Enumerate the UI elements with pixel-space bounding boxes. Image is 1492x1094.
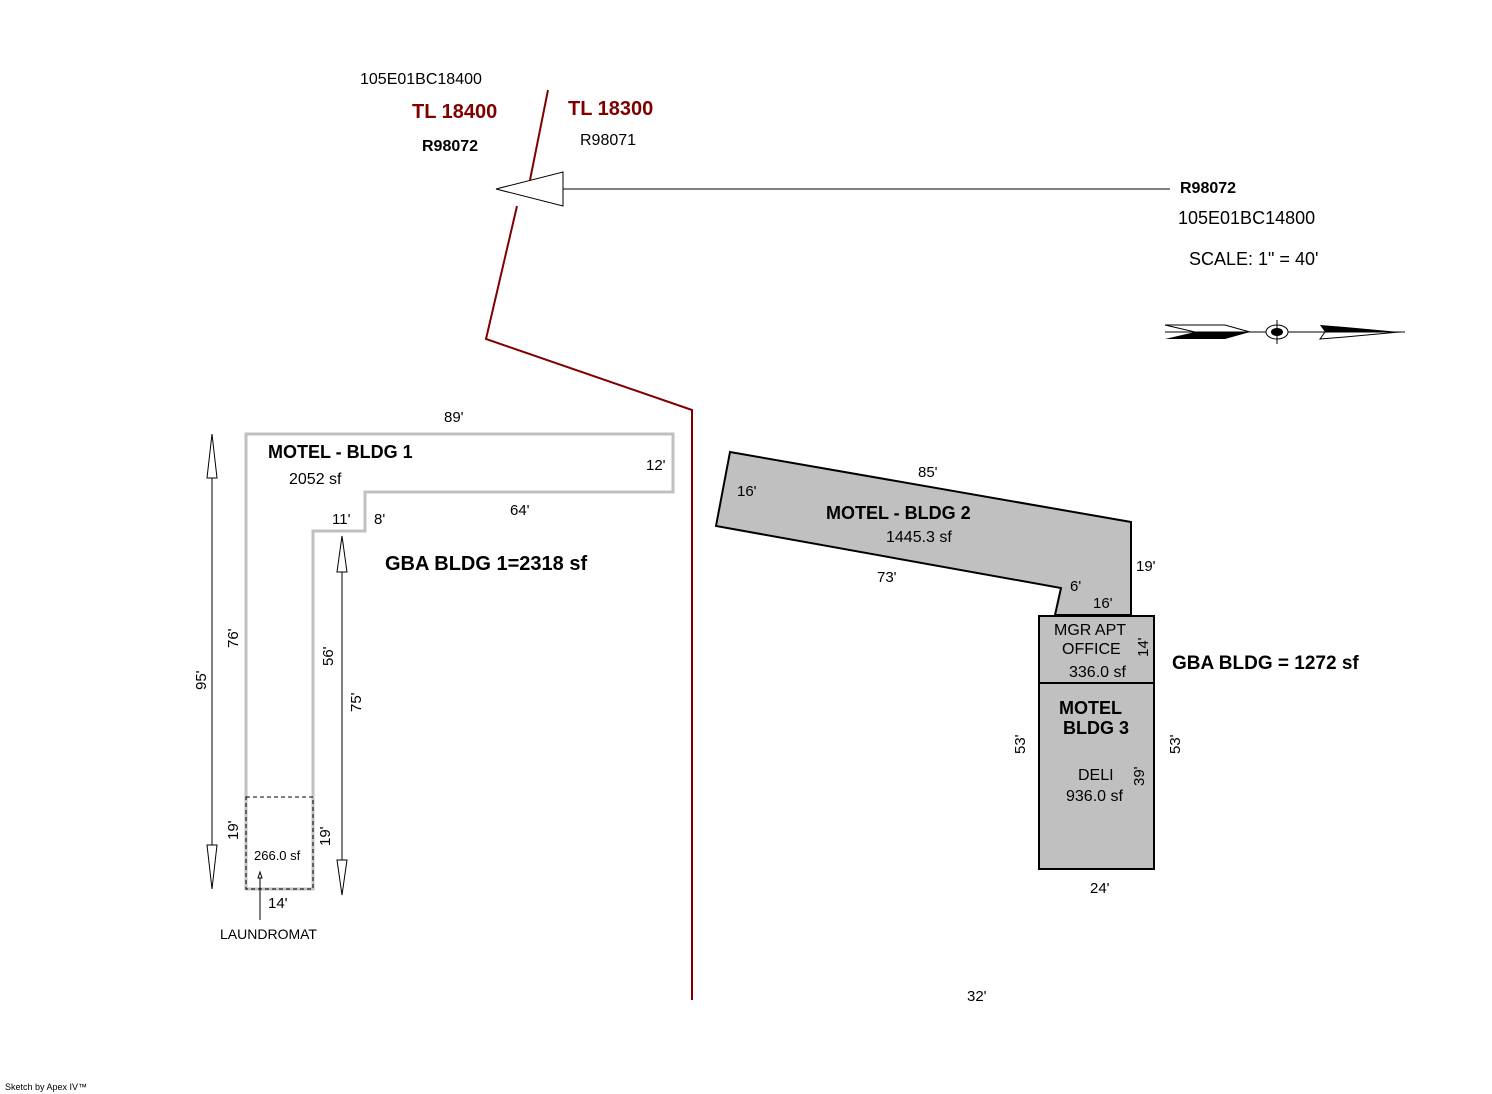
credit-label: Sketch by Apex IV™ bbox=[5, 1082, 87, 1092]
bldg3-office-depth: 14' bbox=[1135, 637, 1152, 657]
bldg3-office-line1: MGR APT bbox=[1054, 622, 1126, 639]
laundromat-dim-bottom: 14' bbox=[268, 895, 288, 912]
bldg3-deli-depth: 39' bbox=[1131, 766, 1148, 786]
bldg1-outline bbox=[244, 432, 675, 891]
bldg3-dim-right: 53' bbox=[1167, 734, 1184, 754]
laundromat-label: LAUNDROMAT bbox=[220, 926, 317, 942]
bldg2-dim-base: 16' bbox=[1093, 595, 1113, 612]
bldg3-deli bbox=[1038, 682, 1155, 870]
bldg2-dim-right: 19' bbox=[1136, 558, 1156, 575]
bldg3-office-line2: OFFICE bbox=[1062, 641, 1121, 658]
bldg1-gba: GBA BLDG 1=2318 sf bbox=[385, 553, 587, 575]
bldg2-dim-bottom: 73' bbox=[877, 569, 897, 586]
pointer-arrowhead-icon bbox=[495, 171, 564, 207]
bldg3-name-line1: MOTEL bbox=[1059, 698, 1122, 718]
laundromat-dim-right: 19' bbox=[317, 826, 334, 846]
bldg2-dim-left: 16' bbox=[737, 483, 757, 500]
bldg1-dim-left: 76' bbox=[225, 628, 242, 648]
bldg3-dim-left: 53' bbox=[1012, 734, 1029, 754]
bldg1-dim-step-v: 8' bbox=[374, 511, 385, 528]
bldg3-deli-area: 936.0 sf bbox=[1066, 788, 1123, 805]
bottom-dim: 32' bbox=[967, 988, 987, 1005]
bldg3-gba: GBA BLDG = 1272 sf bbox=[1172, 653, 1359, 674]
property-line-lower bbox=[484, 205, 693, 1000]
account-left: R98072 bbox=[422, 138, 478, 155]
laundromat-area bbox=[245, 796, 314, 890]
bldg2-name: MOTEL - BLDG 2 bbox=[826, 503, 971, 523]
bldg2-dim-top: 85' bbox=[918, 464, 938, 481]
bldg2-dim-notch: 6' bbox=[1070, 578, 1081, 595]
laundromat-area-label: 266.0 sf bbox=[254, 848, 301, 863]
bldg3-deli-label: DELI bbox=[1078, 767, 1114, 784]
bldg3-office bbox=[1038, 615, 1155, 684]
dim-arrow-75 bbox=[336, 535, 348, 896]
bldg1-dim-inner-top: 64' bbox=[510, 502, 530, 519]
parcel-left-id: 105E01BC18400 bbox=[360, 71, 482, 88]
bldg1-dim-inner-left: 56' bbox=[320, 646, 337, 666]
bldg1-area: 2052 sf bbox=[289, 471, 342, 488]
bldg1-dim-top: 89' bbox=[444, 409, 464, 426]
bldg1-dim-step-h: 11' bbox=[332, 511, 351, 528]
laundromat-dim-left: 19' bbox=[225, 820, 242, 840]
bldg1-name: MOTEL - BLDG 1 bbox=[268, 442, 413, 462]
account-right: R98071 bbox=[580, 132, 636, 149]
pointer-parcel-id: 105E01BC14800 bbox=[1178, 208, 1315, 228]
scale-label: SCALE: 1" = 40' bbox=[1189, 249, 1318, 269]
bldg2-area: 1445.3 sf bbox=[886, 529, 952, 546]
property-line bbox=[529, 89, 549, 181]
pointer-account: R98072 bbox=[1180, 180, 1236, 197]
north-arrow-icon bbox=[1164, 320, 1405, 344]
bldg1-dim-right: 12' bbox=[646, 457, 666, 474]
bldg1-dim-overall-left: 95' bbox=[193, 670, 210, 690]
bldg3-dim-bottom: 24' bbox=[1090, 880, 1110, 897]
bldg3-name-line2: BLDG 3 bbox=[1063, 718, 1129, 738]
tax-lot-left: TL 18400 bbox=[412, 101, 497, 123]
bldg3-office-area: 336.0 sf bbox=[1069, 664, 1126, 681]
bldg1-dim-overall-inner: 75' bbox=[348, 692, 365, 712]
laundromat-pointer bbox=[257, 870, 263, 920]
tax-lot-right: TL 18300 bbox=[568, 98, 653, 120]
dim-arrow-95 bbox=[206, 433, 218, 890]
